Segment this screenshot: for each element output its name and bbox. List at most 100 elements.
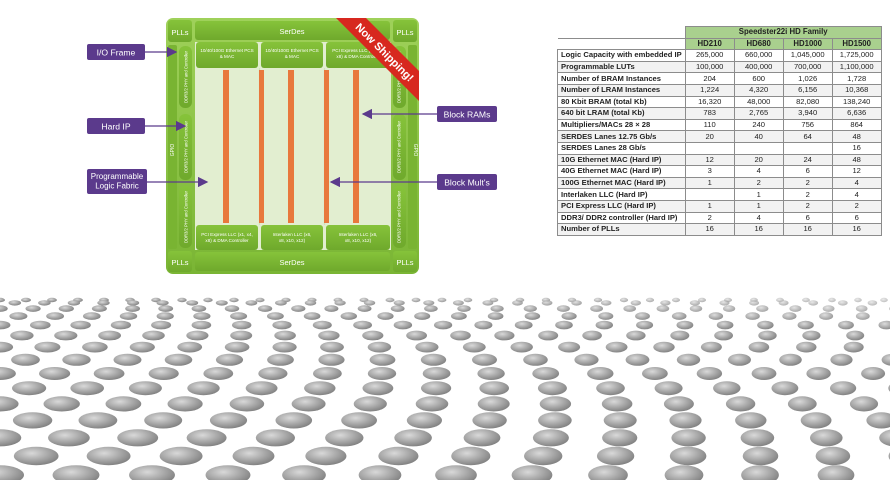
background-dot bbox=[125, 305, 140, 312]
background-dot bbox=[158, 305, 174, 312]
background-dot bbox=[756, 305, 769, 312]
row-label: 100G Ethernet MAC (Hard IP) bbox=[557, 176, 686, 190]
background-dot bbox=[472, 412, 507, 429]
hard-ip-label-text: 10/40/100G Ethernet PCS bbox=[265, 48, 318, 53]
background-dot bbox=[843, 341, 864, 353]
table-cell: 600 bbox=[733, 72, 784, 85]
gpio-label: GPIO bbox=[170, 144, 176, 157]
background-dot bbox=[313, 367, 342, 380]
background-dot bbox=[393, 300, 405, 306]
row-label: SERDES Lanes 12.75 Gb/s bbox=[557, 130, 686, 143]
background-dot bbox=[881, 353, 890, 366]
background-dot bbox=[156, 300, 169, 306]
background-dot bbox=[512, 300, 523, 306]
table-cell: 48 bbox=[831, 153, 882, 167]
background-dot bbox=[676, 353, 701, 366]
background-dot bbox=[258, 305, 273, 312]
background-dot bbox=[151, 320, 172, 330]
table-cell: 48 bbox=[831, 130, 882, 143]
table-cell: 20 bbox=[684, 130, 735, 143]
table-cell: 1 bbox=[733, 188, 784, 201]
background-dot bbox=[479, 381, 510, 396]
table-cell: 3,940 bbox=[782, 107, 833, 120]
background-dot bbox=[394, 429, 432, 447]
background-dot bbox=[538, 412, 572, 429]
background-dot bbox=[590, 305, 603, 312]
background-dot bbox=[452, 300, 464, 306]
callout-label: Hard IP bbox=[101, 122, 130, 132]
background-dot bbox=[362, 330, 384, 341]
pll-label: PLLs bbox=[396, 258, 413, 267]
table-cell: 660,000 bbox=[733, 49, 784, 62]
background-dot bbox=[537, 381, 567, 396]
background-dot bbox=[320, 341, 344, 353]
background-dot bbox=[191, 320, 212, 330]
background-dot bbox=[255, 429, 295, 447]
table-cell: 6 bbox=[782, 165, 833, 178]
background-dot bbox=[846, 330, 865, 341]
background-dot bbox=[603, 412, 637, 429]
background-dot bbox=[751, 367, 777, 380]
block-mult-column bbox=[259, 70, 264, 223]
background-dot bbox=[272, 341, 297, 353]
background-dot bbox=[802, 297, 810, 303]
background-dot bbox=[532, 367, 560, 380]
background-dot bbox=[596, 381, 625, 396]
callout-block-rams: Block RAMs bbox=[361, 106, 497, 122]
pll-label: PLLs bbox=[396, 28, 413, 37]
background-dot bbox=[878, 320, 890, 330]
background-dot bbox=[719, 300, 730, 306]
background-dot bbox=[787, 396, 817, 412]
background-dot bbox=[110, 320, 131, 330]
background-dot bbox=[215, 353, 244, 366]
table-cell: 1,224 bbox=[684, 83, 735, 97]
background-dot bbox=[822, 305, 835, 312]
row-label: 10G Ethernet MAC (Hard IP) bbox=[557, 153, 686, 167]
background-dot bbox=[324, 305, 339, 312]
row-label: SERDES Lanes 28 Gb/s bbox=[557, 141, 686, 155]
ddr-label: DDR3/2 PHY and Controller bbox=[397, 120, 402, 173]
row-label: 80 Kbit BRAM (total Kb) bbox=[557, 95, 686, 109]
background-dot bbox=[367, 341, 392, 353]
background-dot bbox=[357, 305, 372, 312]
background-dot bbox=[127, 300, 140, 306]
table-column-header: HD1500 bbox=[831, 37, 882, 51]
background-dot bbox=[91, 305, 107, 312]
background-dot bbox=[830, 353, 853, 366]
background-dot bbox=[819, 312, 834, 320]
background-dot bbox=[318, 353, 345, 366]
table-cell: 4 bbox=[733, 211, 784, 225]
table-cell: 16,320 bbox=[684, 95, 735, 109]
background-dot bbox=[34, 341, 61, 353]
background-dot bbox=[855, 305, 868, 312]
background-dot bbox=[676, 320, 694, 330]
background-dot bbox=[275, 300, 287, 306]
background-dot bbox=[664, 465, 704, 480]
table-cell: 1 bbox=[684, 176, 735, 190]
background-dot bbox=[541, 300, 553, 306]
background-dot bbox=[177, 341, 203, 353]
background-dot bbox=[630, 300, 641, 306]
background-dot bbox=[390, 305, 405, 312]
row-label: Interlaken LLC (Hard IP) bbox=[557, 188, 686, 201]
background-dot bbox=[474, 320, 493, 330]
table-cell: 265,000 bbox=[684, 49, 735, 62]
background-dot bbox=[598, 312, 614, 320]
ddr-controllers-left: DDR3/2 PHY and Controller DDR3/2 PHY and… bbox=[179, 46, 192, 248]
background-dot bbox=[524, 446, 563, 466]
ddr-controller: DDR3/2 PHY and Controller bbox=[393, 186, 406, 248]
background-dot bbox=[626, 330, 646, 341]
background-dot bbox=[670, 330, 690, 341]
background-dot bbox=[156, 312, 174, 320]
background-dot bbox=[67, 300, 81, 306]
background-dot bbox=[463, 429, 501, 447]
background-dot bbox=[700, 341, 722, 353]
background-dot bbox=[341, 412, 377, 429]
hard-ip-top-2: 10/40/100G Ethernet PCS& MAC bbox=[261, 42, 323, 68]
table-cell bbox=[684, 188, 735, 201]
table-cell: 4 bbox=[831, 188, 882, 201]
background-dot bbox=[86, 446, 131, 466]
background-dot bbox=[148, 367, 179, 380]
